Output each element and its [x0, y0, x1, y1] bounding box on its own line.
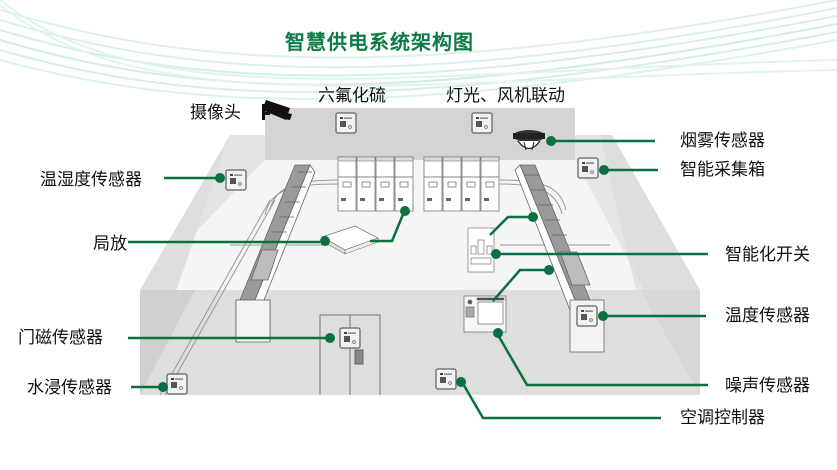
connector-dots — [158, 136, 609, 392]
connector-local-b — [370, 211, 406, 243]
label-temp-humidity: 温湿度传感器 — [40, 170, 142, 190]
connector-dot — [320, 236, 330, 246]
left-cabinet-row — [235, 164, 316, 343]
label-collector: 智能采集箱 — [680, 160, 765, 180]
connector-dot — [215, 173, 225, 183]
label-temperature: 温度传感器 — [725, 306, 810, 326]
sensor-box-icon — [577, 157, 599, 179]
sensor-box-icon — [225, 169, 247, 191]
noise-panel — [463, 295, 507, 333]
front-wall — [140, 290, 700, 395]
connector-noise-a — [492, 268, 548, 302]
connector-breaker-a — [489, 215, 532, 236]
connector-dot — [158, 382, 168, 392]
sensor-box-icon — [471, 112, 493, 134]
sensor-box-icon — [335, 112, 357, 134]
sensor-box-icon — [576, 305, 598, 327]
label-smoke-sensor: 烟雾传感器 — [680, 131, 765, 151]
room — [140, 108, 700, 395]
smart-breaker — [467, 227, 495, 273]
connector-dot — [546, 136, 556, 146]
connector-dot — [491, 249, 501, 259]
sensor-box-icon — [339, 327, 361, 349]
connector-noise — [496, 334, 708, 387]
connector-dot — [493, 328, 503, 338]
background-wave — [0, 0, 837, 100]
connector-dot — [400, 206, 410, 216]
label-local-discharge: 局放 — [93, 234, 127, 254]
label-door-sensor: 门磁传感器 — [18, 328, 103, 348]
label-sf6: 六氟化硫 — [318, 86, 386, 106]
diagram-title: 智慧供电系统架构图 — [285, 30, 474, 54]
label-water-sensor: 水浸传感器 — [27, 378, 112, 398]
smoke-detector-icon — [513, 130, 545, 151]
connector-dot — [325, 333, 335, 343]
security-camera-icon — [262, 100, 292, 120]
connector-lines — [128, 139, 708, 420]
sensor-box-icon — [435, 368, 457, 390]
connector-dot — [599, 165, 609, 175]
label-camera: 摄像头 — [190, 103, 241, 123]
label-ac-controller: 空调控制器 — [680, 408, 765, 428]
label-noise-sensor: 噪声传感器 — [725, 376, 810, 396]
connector-ac — [460, 381, 661, 420]
connector-dot — [456, 377, 466, 387]
sensor-box-icon — [166, 373, 188, 395]
cable-tray — [159, 179, 610, 396]
connector-dot — [598, 311, 608, 321]
label-smart-switch: 智能化开关 — [725, 245, 810, 265]
connector-dot — [528, 212, 538, 222]
label-light-fan: 灯光、风机联动 — [446, 86, 565, 106]
connector-dot — [544, 265, 554, 275]
